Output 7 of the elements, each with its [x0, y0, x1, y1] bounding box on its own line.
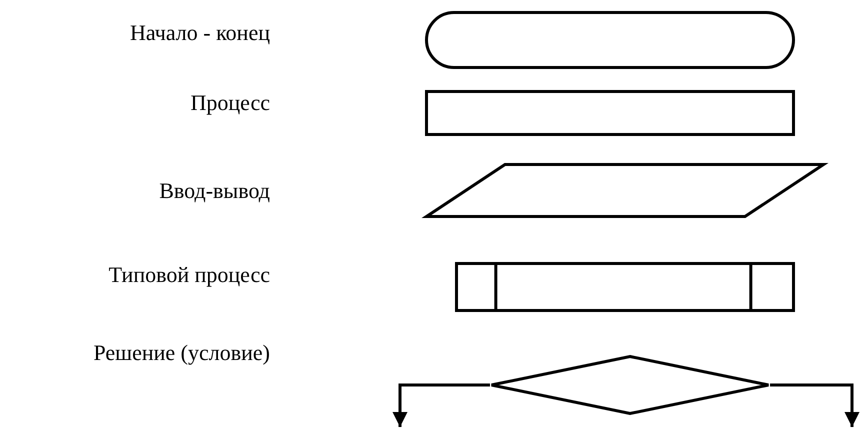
arrow	[392, 384, 490, 427]
shape-name-label: Ввод-вывод	[159, 180, 270, 202]
shape-name-label: Решение (условие)	[93, 342, 270, 364]
arrow	[770, 384, 860, 427]
shape-name-label: Процесс	[190, 92, 270, 114]
shape-name-label: Начало - конец	[130, 22, 270, 44]
shape-name-label: Типовой процесс	[108, 264, 270, 286]
